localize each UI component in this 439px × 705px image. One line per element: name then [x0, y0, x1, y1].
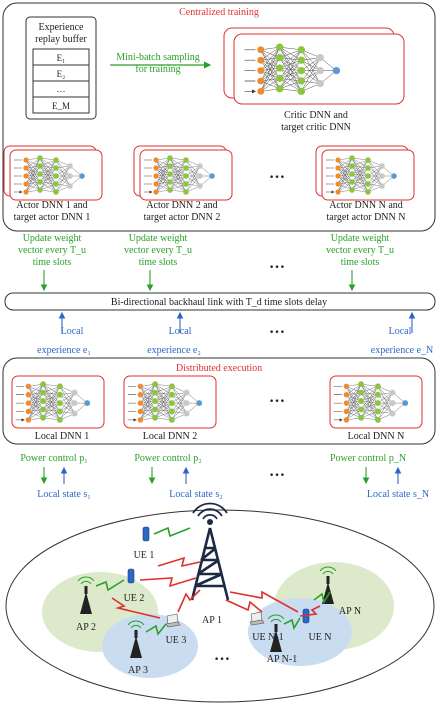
update-2-line1: Update weight	[129, 233, 188, 244]
ue3-label: UE 3	[166, 635, 187, 646]
minibatch-label-line2: for training	[135, 64, 180, 75]
actor-2-label-line1: Actor DNN 2 and	[146, 200, 217, 211]
local-dnn-1	[12, 376, 104, 428]
apn1-label: AP N-1	[267, 654, 297, 665]
actor-2-label-line2: target actor DNN 2	[144, 212, 221, 223]
update-ellipsis: …	[269, 255, 285, 272]
experience-n-line2: experience e_N	[371, 345, 433, 356]
power-control-2: Power control p₂	[134, 453, 201, 464]
critic-label-line1: Critic DNN and	[284, 110, 348, 121]
local-dnn-2	[124, 376, 216, 428]
actor-1-label-line2: target actor DNN 1	[14, 212, 91, 223]
uen-label: UE N	[308, 632, 331, 643]
local-dnn-n	[330, 376, 422, 428]
experience-n-line1: Local	[389, 326, 412, 337]
experience-1-line1: Local	[61, 326, 84, 337]
actor-dnn-2	[134, 146, 232, 200]
interference-links	[111, 556, 321, 619]
replay-buffer: Experience replay buffer E₁ E₂ … E_M	[25, 16, 97, 120]
critic-dnn	[223, 27, 405, 105]
local-dnn-1-label: Local DNN 1	[35, 431, 89, 442]
update-2-line3: time slots	[139, 257, 178, 268]
zone-ap3	[102, 614, 198, 678]
update-n-line3: time slots	[341, 257, 380, 268]
ue2-phone-icon	[127, 568, 135, 584]
local-state-n: Local state s_N	[367, 489, 429, 500]
local-dnn-n-label: Local DNN N	[348, 431, 405, 442]
update-2-line2: vector every T_u	[124, 245, 192, 256]
update-1-line3: time slots	[33, 257, 72, 268]
actor-1-label-line1: Actor DNN 1 and	[16, 200, 87, 211]
update-1-line1: Update weight	[23, 233, 82, 244]
buffer-item-1-label: E₁	[57, 53, 66, 63]
update-n-line1: Update weight	[331, 233, 390, 244]
ue2-label: UE 2	[124, 593, 145, 604]
local-state-2: Local state s₂	[169, 489, 222, 500]
apn-label: AP N	[339, 606, 361, 617]
ap1-tower-icon	[190, 502, 230, 601]
actor-dnn-n	[316, 146, 414, 200]
experience-ellipsis: …	[269, 320, 285, 337]
network-ellipsis: …	[214, 647, 230, 664]
uen1-label: UE N-1	[252, 632, 283, 643]
centralized-title: Centralized training	[179, 7, 259, 18]
network-scene: AP 1 UE 1 UE 2 AP 2 AP 3 UE 3 … UE N-1 A…	[5, 502, 435, 703]
local-dnn-ellipsis: …	[269, 389, 285, 406]
buffer-item-4-label: E_M	[52, 101, 70, 111]
ue1-phone-icon	[142, 526, 150, 542]
backhaul-label: Bi-directional backhaul link with T_d ti…	[111, 297, 327, 308]
minibatch-label-line1: Mini-batch sampling	[116, 52, 200, 63]
power-control-1: Power control p₁	[20, 453, 87, 464]
local-state-1: Local state s₁	[37, 489, 90, 500]
ap3-label: AP 3	[128, 665, 148, 676]
centralized-training-block: Centralized training Experience replay b…	[2, 2, 436, 232]
buffer-title-line2: replay buffer	[35, 34, 87, 45]
experience-1-line2: experience e₁	[37, 345, 91, 356]
buffer-item-4	[32, 96, 90, 114]
local-dnn-2-label: Local DNN 2	[143, 431, 197, 442]
buffer-item-3-label: …	[57, 84, 66, 94]
control-ellipsis: …	[269, 463, 285, 480]
distributed-title: Distributed execution	[176, 363, 262, 374]
critic-label-line2: target critic DNN	[281, 122, 351, 133]
actor-n-label-line1: Actor DNN N and	[329, 200, 403, 211]
control-state-group: Power control p₁ Local state s₁ Power co…	[20, 453, 429, 500]
buffer-item-2-label: E₂	[57, 69, 66, 79]
actor-n-label-line2: target actor DNN N	[327, 212, 406, 223]
backhaul-link: Bi-directional backhaul link with T_d ti…	[4, 292, 436, 311]
experience-2-line1: Local	[169, 326, 192, 337]
update-n-line2: vector every T_u	[326, 245, 394, 256]
power-control-n: Power control p_N	[330, 453, 406, 464]
buffer-title-line1: Experience	[39, 22, 85, 33]
update-1-line2: vector every T_u	[18, 245, 86, 256]
actor-ellipsis: …	[269, 165, 285, 182]
experience-2-line2: experience e₂	[147, 345, 201, 356]
ue1-label: UE 1	[134, 550, 155, 561]
ap1-label: AP 1	[202, 615, 222, 626]
actor-dnn-1	[4, 146, 102, 200]
desired-links	[95, 526, 331, 636]
update-weight-group: Update weight vector every T_u time slot…	[18, 233, 394, 292]
ap2-label: AP 2	[76, 622, 96, 633]
distributed-execution-block: Distributed execution … Local DNN 1 Loca…	[2, 357, 436, 445]
local-experience-group: Local experience e₁ Local experience e₂ …	[37, 311, 433, 356]
